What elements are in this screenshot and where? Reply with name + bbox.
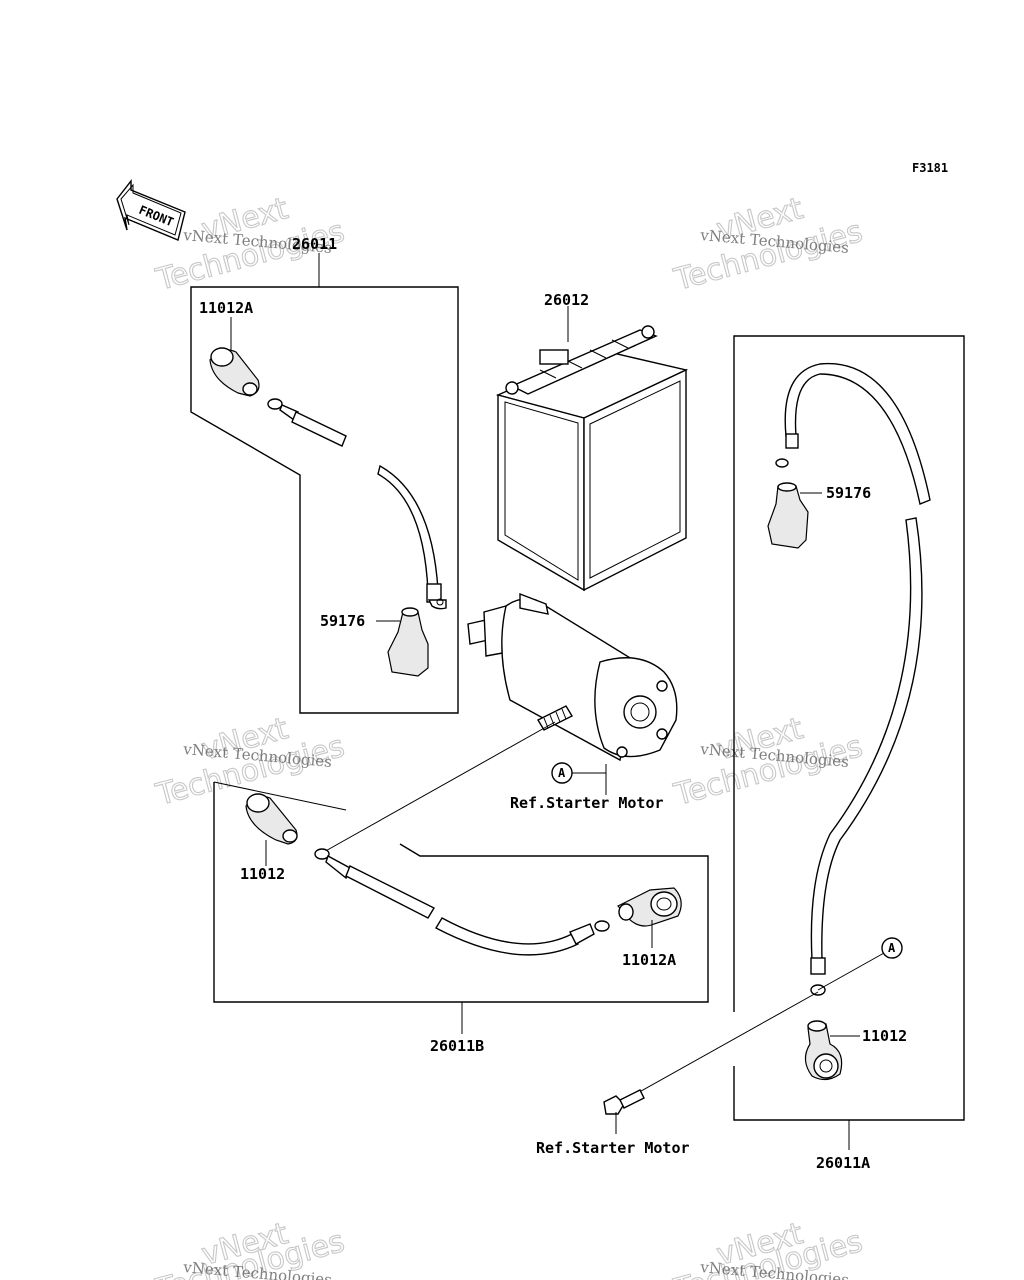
watermark-6: vNext Technologies vNext Technologies <box>669 1216 866 1280</box>
watermark-5: vNext Technologies vNext Technologies <box>151 1216 348 1280</box>
figure-code: F3181 <box>912 161 948 175</box>
rubber-boot-icon <box>387 607 429 677</box>
group-26011A: 26011A 59176 11012 A <box>733 335 965 1172</box>
terminal-cover-icon <box>209 347 260 397</box>
part-number-26011A: 26011A <box>816 1154 870 1172</box>
part-number-11012-left: 11012 <box>240 865 285 883</box>
watermark-2: vNext Technologies vNext Technologies <box>669 191 866 299</box>
group-26011: 26011 11012A 59176 <box>190 235 459 714</box>
part-number-59176-left: 59176 <box>320 612 365 630</box>
part-number-26012: 26012 <box>544 291 589 309</box>
part-number-26011: 26011 <box>292 235 337 253</box>
svg-text:A: A <box>888 941 896 955</box>
battery-26012: 26012 <box>495 291 689 592</box>
starter-motor: A Ref.Starter Motor <box>467 592 678 812</box>
starter-cable-icon <box>314 848 610 956</box>
ground-cable-icon <box>775 362 931 996</box>
terminal-cover-icon <box>804 1020 843 1081</box>
group-26011B: 26011B 11012 11012A <box>213 721 709 1055</box>
svg-text:A: A <box>558 766 566 780</box>
terminal-cover-icon <box>617 887 682 927</box>
part-number-11012A-top: 11012A <box>199 299 253 317</box>
battery-cable-icon <box>267 398 447 610</box>
watermark-4: vNext Technologies vNext Technologies <box>669 711 866 814</box>
ref-marker-a2 <box>881 937 903 959</box>
part-number-11012A-mid: 11012A <box>622 951 676 969</box>
front-arrow-icon: FRONT <box>116 178 186 241</box>
bolt-icon <box>603 991 819 1134</box>
ref-starter-motor-2: Ref.Starter Motor <box>536 1139 690 1157</box>
rubber-boot-icon <box>767 482 809 549</box>
part-number-59176-right: 59176 <box>826 484 871 502</box>
part-number-26011B: 26011B <box>430 1037 484 1055</box>
terminal-cover-icon <box>245 793 298 845</box>
ref-starter-motor-1: Ref.Starter Motor <box>510 794 664 812</box>
part-number-11012-right: 11012 <box>862 1027 907 1045</box>
